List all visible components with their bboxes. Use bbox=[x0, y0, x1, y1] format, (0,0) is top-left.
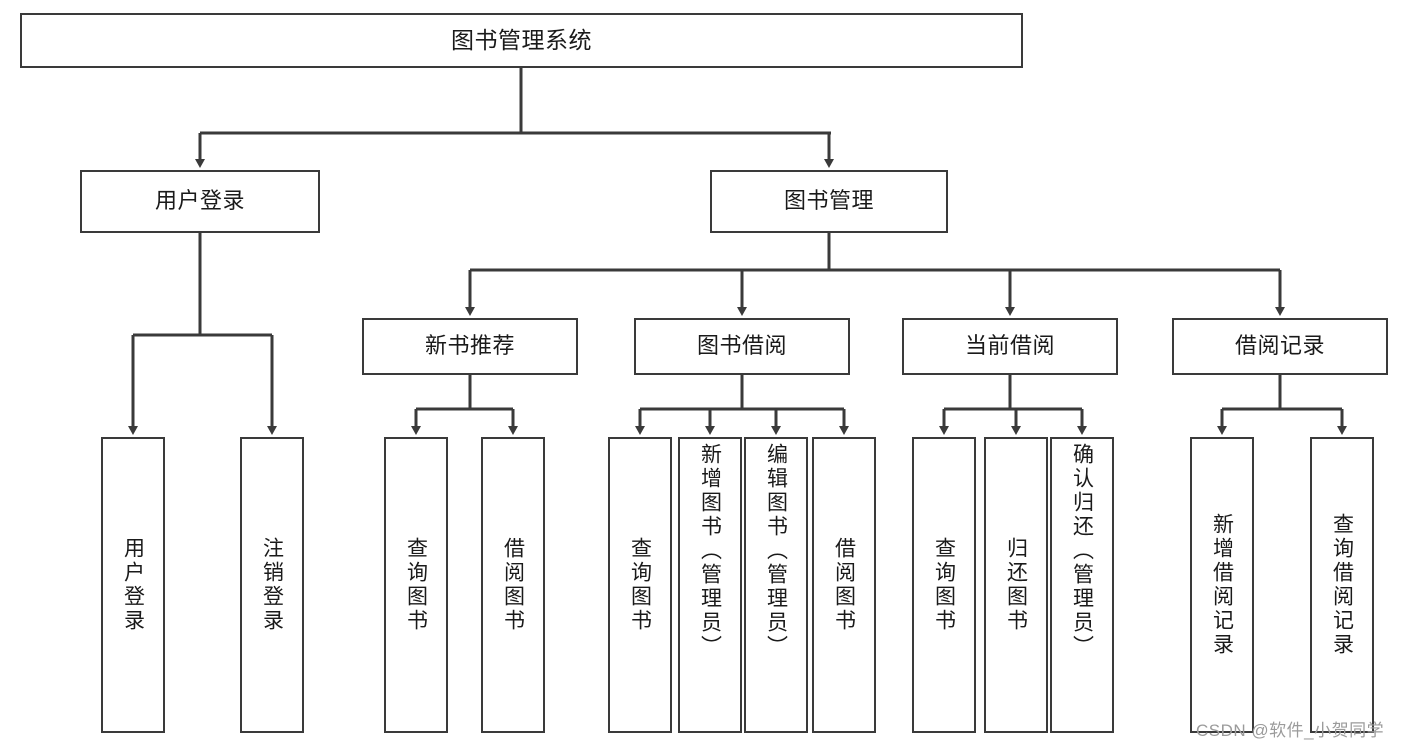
node-leaf-borrow-query-book-label: 查询图书 bbox=[628, 537, 652, 633]
node-leaf-cur-return-book[interactable]: 归还图书 bbox=[984, 437, 1048, 733]
node-leaf-borrow-edit-book[interactable]: 编辑图书（管理员） bbox=[744, 437, 808, 733]
node-leaf-rec-query-record-label: 查询借阅记录 bbox=[1330, 513, 1354, 657]
node-leaf-cur-confirm-return-label: 确认归还（管理员） bbox=[1070, 443, 1094, 659]
watermark-text: CSDN @软件_小贺同学 bbox=[1196, 721, 1385, 740]
node-current-borrow[interactable]: 当前借阅 bbox=[902, 318, 1118, 375]
node-leaf-cur-query-book[interactable]: 查询图书 bbox=[912, 437, 976, 733]
node-leaf-borrow-add-book[interactable]: 新增图书（管理员） bbox=[678, 437, 742, 733]
node-leaf-rec-add-record-label: 新增借阅记录 bbox=[1210, 513, 1234, 657]
node-leaf-rec-query-book-label: 查询图书 bbox=[404, 537, 428, 633]
node-leaf-rec-query-book[interactable]: 查询图书 bbox=[384, 437, 448, 733]
node-root-label: 图书管理系统 bbox=[451, 26, 592, 53]
node-leaf-user-login-label: 用户登录 bbox=[121, 537, 145, 633]
node-root[interactable]: 图书管理系统 bbox=[20, 13, 1023, 68]
node-book-borrow-label: 图书借阅 bbox=[696, 333, 787, 359]
node-leaf-rec-query-record[interactable]: 查询借阅记录 bbox=[1310, 437, 1374, 733]
node-user-login[interactable]: 用户登录 bbox=[80, 170, 320, 233]
node-leaf-borrow-edit-book-label: 编辑图书（管理员） bbox=[764, 443, 788, 659]
node-book-manage-label: 图书管理 bbox=[783, 188, 874, 214]
node-new-book-recommend-label: 新书推荐 bbox=[424, 333, 515, 359]
node-book-manage[interactable]: 图书管理 bbox=[710, 170, 948, 233]
node-leaf-cur-query-book-label: 查询图书 bbox=[932, 537, 956, 633]
node-leaf-borrow-borrow-book[interactable]: 借阅图书 bbox=[812, 437, 876, 733]
node-leaf-rec-borrow-book[interactable]: 借阅图书 bbox=[481, 437, 545, 733]
node-leaf-borrow-query-book[interactable]: 查询图书 bbox=[608, 437, 672, 733]
node-leaf-cur-return-book-label: 归还图书 bbox=[1004, 537, 1028, 633]
node-current-borrow-label: 当前借阅 bbox=[964, 333, 1055, 359]
node-leaf-borrow-borrow-book-label: 借阅图书 bbox=[832, 537, 856, 633]
node-borrow-record-label: 借阅记录 bbox=[1234, 333, 1325, 359]
node-leaf-cur-confirm-return[interactable]: 确认归还（管理员） bbox=[1050, 437, 1114, 733]
node-new-book-recommend[interactable]: 新书推荐 bbox=[362, 318, 578, 375]
node-user-login-label: 用户登录 bbox=[154, 188, 245, 214]
node-leaf-user-login[interactable]: 用户登录 bbox=[101, 437, 165, 733]
node-leaf-rec-borrow-book-label: 借阅图书 bbox=[501, 537, 525, 633]
node-leaf-user-logout-label: 注销登录 bbox=[260, 537, 284, 633]
node-leaf-rec-add-record[interactable]: 新增借阅记录 bbox=[1190, 437, 1254, 733]
node-leaf-user-logout[interactable]: 注销登录 bbox=[240, 437, 304, 733]
node-borrow-record[interactable]: 借阅记录 bbox=[1172, 318, 1388, 375]
node-book-borrow[interactable]: 图书借阅 bbox=[634, 318, 850, 375]
node-leaf-borrow-add-book-label: 新增图书（管理员） bbox=[698, 443, 722, 659]
